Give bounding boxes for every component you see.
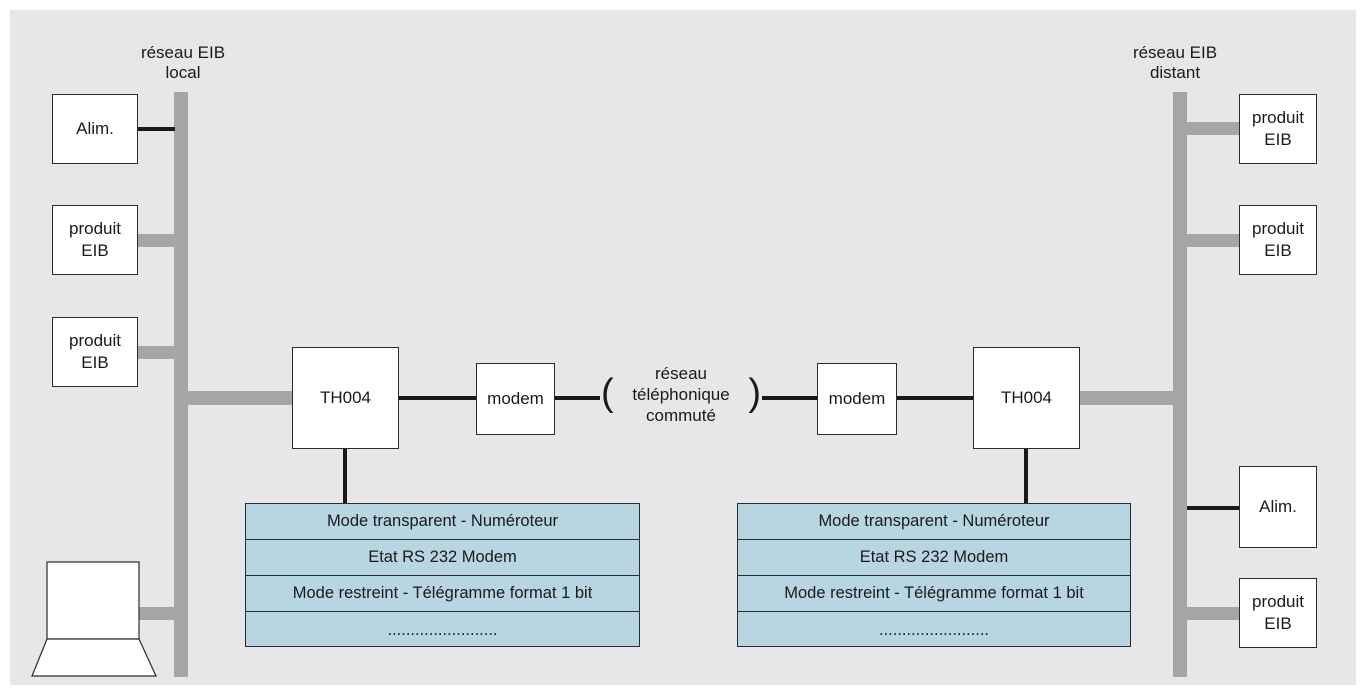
phone-network-label: réseau téléphonique commuté xyxy=(632,364,730,425)
remote-eib-product-2: produit EIB xyxy=(1239,205,1317,275)
mode-row: Mode transparent - Numéroteur xyxy=(246,504,639,540)
remote-network-label: réseau EIB distant xyxy=(1132,43,1218,82)
mode-row: Etat RS 232 Modem xyxy=(246,540,639,576)
modem-left-to-network-wire xyxy=(555,396,600,400)
local-power-supply: Alim. xyxy=(52,94,138,164)
modem-right-to-gateway-wire xyxy=(897,396,974,400)
remote-eib-bus xyxy=(1173,92,1187,677)
gateway-right-to-table-wire xyxy=(1024,449,1028,504)
diagram-background xyxy=(10,10,1356,685)
modem-left: modem xyxy=(476,363,555,435)
gateway-left: TH004 xyxy=(292,347,399,449)
laptop-stub xyxy=(138,607,175,620)
mode-row: Mode restreint - Télégramme format 1 bit xyxy=(738,576,1130,612)
local-eib-bus xyxy=(174,92,188,677)
remote-product-2-stub xyxy=(1187,234,1240,247)
mode-row: Mode restreint - Télégramme format 1 bit xyxy=(246,576,639,612)
gateway-right-label: TH004 xyxy=(1000,388,1053,407)
remote-product-3-stub xyxy=(1187,607,1240,620)
local-product-2-label: produit EIB xyxy=(69,331,121,372)
network-to-modem-right-wire xyxy=(762,396,818,400)
remote-product-3-label: produit EIB xyxy=(1252,592,1304,633)
local-eib-product-2: produit EIB xyxy=(52,317,138,387)
gateway-right: TH004 xyxy=(973,347,1080,449)
mode-row: Etat RS 232 Modem xyxy=(738,540,1130,576)
local-network-label: réseau EIB local xyxy=(140,43,226,82)
mode-row: Mode transparent - Numéroteur xyxy=(738,504,1130,540)
local-power-wire xyxy=(138,127,175,131)
gateway-left-to-modem-wire xyxy=(399,396,477,400)
remote-eib-product-3: produit EIB xyxy=(1239,578,1317,648)
modem-right-label: modem xyxy=(828,389,886,408)
remote-product-1-stub xyxy=(1187,122,1240,135)
phone-network-left-paren: ( xyxy=(601,372,614,414)
phone-network: ( réseau téléphonique commuté ) xyxy=(592,363,770,433)
laptop-icon xyxy=(31,561,157,677)
modem-left-label: modem xyxy=(487,389,544,408)
local-product-1-label: produit EIB xyxy=(69,219,121,260)
remote-power-wire xyxy=(1187,506,1240,510)
gateway-left-to-table-wire xyxy=(343,449,347,504)
local-product-1-stub xyxy=(138,234,175,247)
local-product-2-stub xyxy=(138,346,175,359)
remote-power-supply: Alim. xyxy=(1239,466,1317,548)
local-eib-product-1: produit EIB xyxy=(52,205,138,275)
modes-table-left: Mode transparent - Numéroteur Etat RS 23… xyxy=(245,503,640,647)
remote-eib-product-1: produit EIB xyxy=(1239,94,1317,164)
modes-table-right: Mode transparent - Numéroteur Etat RS 23… xyxy=(737,503,1131,647)
remote-product-1-label: produit EIB xyxy=(1252,108,1304,149)
phone-network-right-paren: ) xyxy=(748,372,761,414)
remote-product-2-label: produit EIB xyxy=(1252,219,1304,260)
mode-row: ........................ xyxy=(387,620,498,639)
remote-power-label: Alim. xyxy=(1259,497,1297,516)
gateway-left-label: TH004 xyxy=(319,388,372,407)
local-bus-to-gateway-stub xyxy=(188,391,293,405)
mode-row: ........................ xyxy=(878,620,990,639)
remote-bus-to-gateway-stub xyxy=(1080,391,1174,405)
local-power-label: Alim. xyxy=(76,119,114,138)
modem-right: modem xyxy=(817,363,897,435)
